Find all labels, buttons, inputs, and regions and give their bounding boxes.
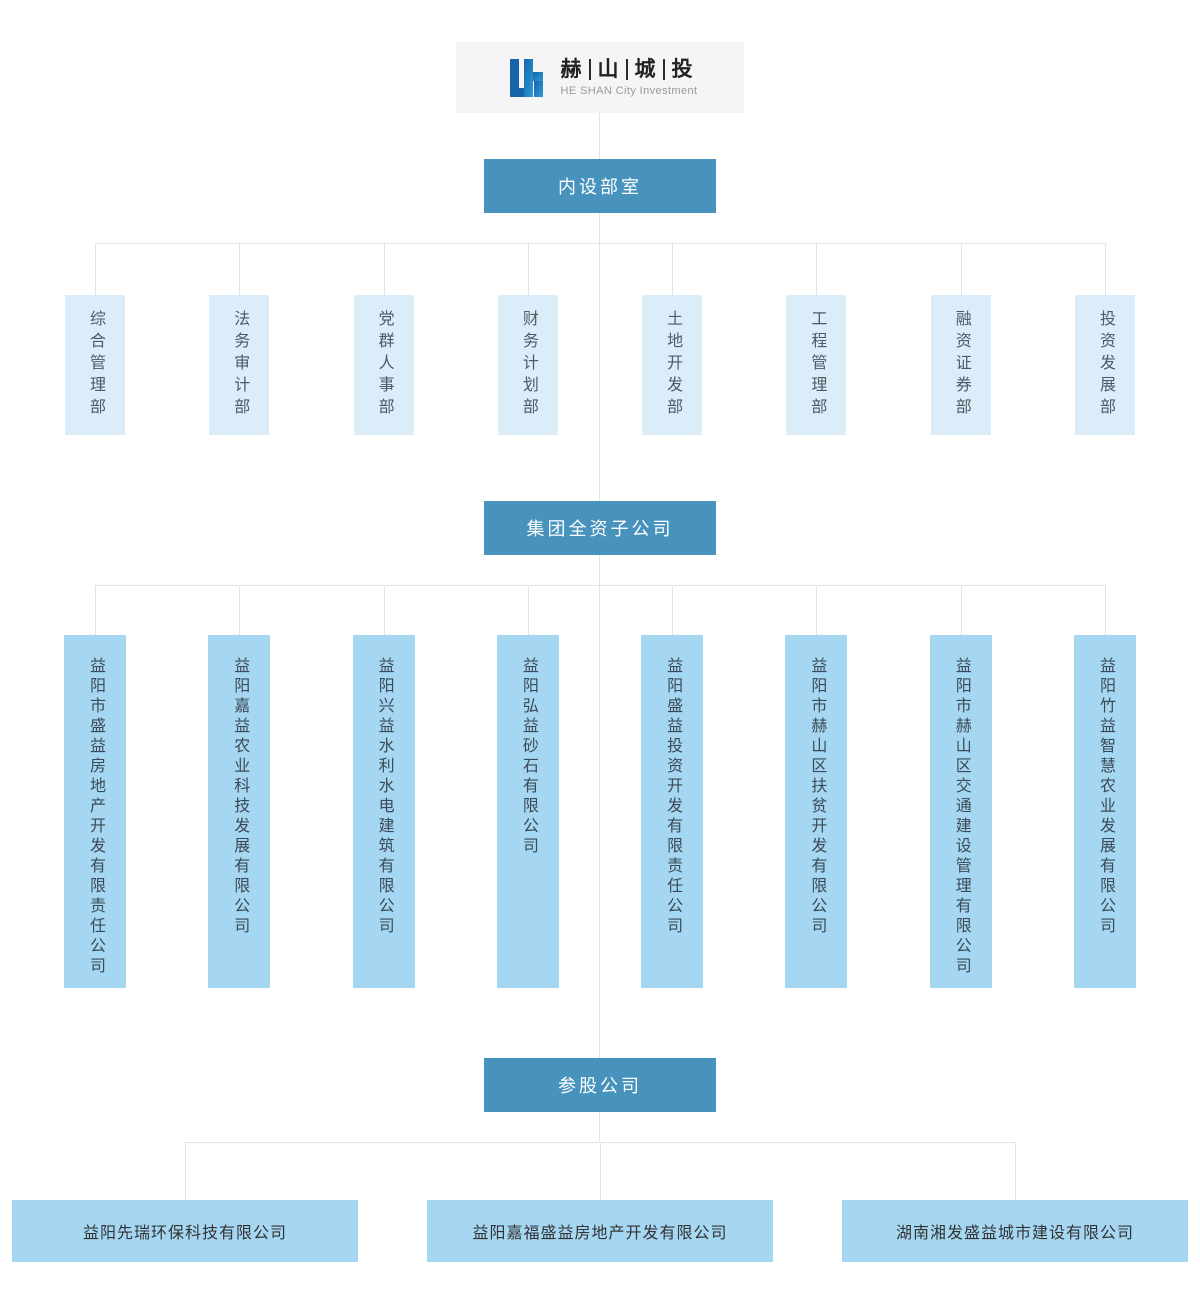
subsidiaries-row: 益阳市盛益房地产开发有限责任公司 益阳嘉益农业科技发展有限公司 益阳兴益水利水电… (64, 635, 1136, 988)
dept-label: 综合管理部 (87, 310, 104, 420)
subsidiary-label: 益阳市赫山区交通建设管理有限公司 (952, 657, 970, 977)
connector-line (95, 585, 1105, 586)
subsidiary-box: 益阳兴益水利水电建筑有限公司 (352, 635, 415, 988)
connector-line (95, 243, 96, 295)
company-logo: 赫 山 城 投 HE SHAN City Investment (456, 42, 744, 113)
section-header-internal-departments: 内设部室 (484, 159, 716, 213)
connector-line (599, 1112, 600, 1142)
logo-title-char: 投 (662, 58, 693, 80)
dept-box-legal-audit: 法务审计部 (209, 295, 270, 435)
subsidiary-box: 益阳弘益砂石有限公司 (496, 635, 559, 988)
connector-line (95, 243, 1105, 244)
logo-title-char: 赫 (560, 57, 582, 81)
connector-line (599, 113, 600, 159)
connector-line (599, 213, 600, 501)
subsidiary-box: 益阳市赫山区交通建设管理有限公司 (929, 635, 992, 988)
dept-box-financing-securities: 融资证券部 (930, 295, 991, 435)
subsidiary-label: 益阳竹益智慧农业发展有限公司 (1096, 657, 1114, 937)
connector-line (384, 585, 385, 635)
connector-line (1105, 585, 1106, 635)
departments-row: 综合管理部 法务审计部 党群人事部 财务计划部 土地开发部 工程管理部 融资证券… (65, 295, 1135, 435)
logo-text: 赫 山 城 投 HE SHAN City Investment (560, 57, 698, 97)
partner-label: 益阳嘉福盛益房地产开发有限公司 (472, 1225, 728, 1242)
dept-label: 工程管理部 (808, 310, 826, 420)
subsidiary-label: 益阳盛益投资开发有限责任公司 (664, 657, 682, 937)
dept-box-finance-planning: 财务计划部 (497, 295, 558, 435)
partner-box: 湖南湘发盛益城市建设有限公司 (842, 1200, 1188, 1262)
connector-line (528, 243, 529, 295)
connector-line (185, 1142, 186, 1200)
connector-line (599, 555, 600, 1058)
connector-line (961, 243, 962, 295)
connector-line (95, 585, 96, 635)
connector-line (600, 1142, 601, 1200)
connector-line (1015, 1142, 1016, 1200)
dept-box-land-development: 土地开发部 (642, 295, 703, 435)
connector-line (239, 243, 240, 295)
connector-line (672, 243, 673, 295)
connector-line (816, 243, 817, 295)
section-header-subsidiaries: 集团全资子公司 (484, 501, 716, 555)
subsidiary-label: 益阳市盛益房地产开发有限责任公司 (87, 657, 104, 977)
dept-label: 土地开发部 (664, 310, 682, 420)
dept-box-comprehensive-management: 综合管理部 (65, 295, 125, 435)
subsidiary-box: 益阳市赫山区扶贫开发有限公司 (785, 635, 848, 988)
partner-box: 益阳先瑞环保科技有限公司 (12, 1200, 358, 1262)
section-header-participating-companies: 参股公司 (484, 1058, 716, 1112)
logo-title: 赫 山 城 投 (560, 57, 698, 81)
dept-label: 融资证券部 (952, 310, 970, 420)
subsidiary-box: 益阳嘉益农业科技发展有限公司 (208, 635, 271, 988)
partner-label: 湖南湘发盛益城市建设有限公司 (895, 1225, 1134, 1242)
connector-line (528, 585, 529, 635)
connector-line (816, 585, 817, 635)
dept-box-investment-development: 投资发展部 (1074, 295, 1135, 435)
dept-box-party-personnel: 党群人事部 (353, 295, 414, 435)
dept-label: 投资发展部 (1096, 310, 1114, 420)
subsidiary-label: 益阳兴益水利水电建筑有限公司 (375, 657, 393, 937)
connector-line (384, 243, 385, 295)
logo-title-char: 山 (588, 58, 619, 80)
logo-subtitle: HE SHAN City Investment (560, 84, 698, 97)
dept-box-engineering-management: 工程管理部 (786, 295, 847, 435)
connector-line (239, 585, 240, 635)
dept-label: 法务审计部 (231, 310, 249, 420)
connector-line (672, 585, 673, 635)
subsidiary-label: 益阳市赫山区扶贫开发有限公司 (808, 657, 826, 937)
connector-line (961, 585, 962, 635)
partner-box: 益阳嘉福盛益房地产开发有限公司 (427, 1200, 773, 1262)
subsidiary-label: 益阳嘉益农业科技发展有限公司 (231, 657, 249, 937)
logo-title-char: 城 (625, 58, 656, 80)
subsidiary-label: 益阳弘益砂石有限公司 (519, 657, 537, 857)
logo-icon (509, 58, 543, 97)
subsidiary-box: 益阳市盛益房地产开发有限责任公司 (64, 635, 126, 988)
connector-line (1105, 243, 1106, 295)
partners-row: 益阳先瑞环保科技有限公司 益阳嘉福盛益房地产开发有限公司 湖南湘发盛益城市建设有… (12, 1200, 1188, 1262)
dept-label: 财务计划部 (519, 310, 537, 420)
subsidiary-box: 益阳盛益投资开发有限责任公司 (641, 635, 704, 988)
subsidiary-box: 益阳竹益智慧农业发展有限公司 (1073, 635, 1136, 988)
dept-label: 党群人事部 (375, 310, 393, 420)
partner-label: 益阳先瑞环保科技有限公司 (82, 1225, 287, 1242)
